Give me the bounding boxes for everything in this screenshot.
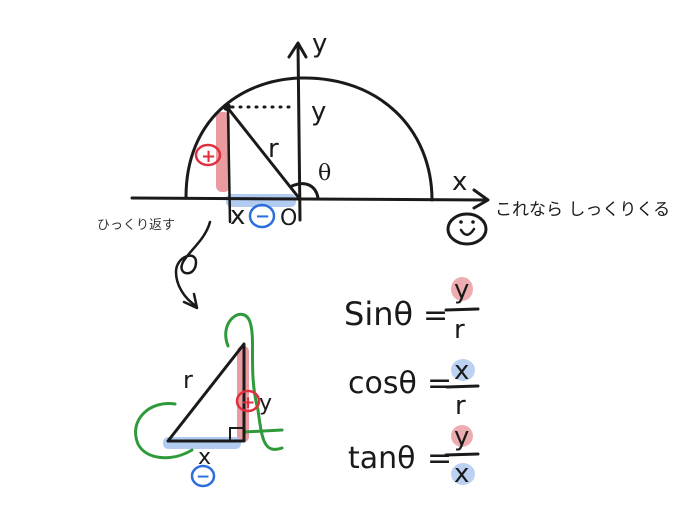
green-t-letter (224, 312, 284, 451)
formula-sin: Sinθ = y r (344, 275, 480, 345)
trig-formulas: Sinθ = y r cosθ = x r tanθ = y x (344, 275, 480, 489)
sin-numerator-highlight (451, 277, 473, 301)
plus-sign-text: + (201, 146, 216, 167)
plus-sign-badge: + (194, 143, 222, 167)
radius-line (225, 105, 301, 200)
flip-curly-arrow (174, 220, 212, 308)
formula-sin-denominator: r (454, 315, 465, 345)
x-axis-line (130, 196, 488, 202)
formula-sin-name: Sinθ (344, 295, 413, 333)
cos-numerator-highlight (451, 359, 475, 381)
green-c-curve (134, 402, 194, 460)
radius-label: r (268, 134, 279, 164)
point-on-circle (223, 103, 231, 111)
smiley-face-icon (446, 212, 488, 246)
right-angle-marker (229, 427, 244, 441)
formula-cos-denominator: r (455, 391, 466, 421)
x-axis-arrowhead (472, 188, 490, 210)
formula-tan-numerator: y (454, 422, 469, 452)
angle-arc (290, 182, 320, 200)
formula-tan-equals: = (427, 441, 452, 476)
triangle-plus-text: + (241, 393, 255, 413)
axis-y-label: y (312, 29, 327, 59)
flip-arrowhead (182, 292, 199, 310)
angle-label: θ (318, 161, 331, 186)
tan-fraction-bar (444, 452, 480, 457)
tan-denominator-highlight (451, 463, 475, 485)
formula-cos-numerator: x (454, 356, 469, 386)
formula-sin-numerator: y (454, 275, 469, 305)
triangle-x-label: x (198, 445, 211, 470)
point-y-label: y (311, 97, 326, 127)
y-axis-arrowhead (287, 41, 308, 59)
green-t-crossbar (242, 428, 284, 434)
y-axis-line (296, 42, 302, 222)
unit-circle-diagram: y y r θ x x O + − これなら しっくりくる ひっくり返す (97, 29, 670, 310)
tan-numerator-highlight (451, 425, 473, 447)
formula-tan-name: tanθ (348, 441, 416, 476)
triangle-y-label: y (259, 391, 272, 416)
triangle-minus-badge: − (190, 464, 216, 488)
cos-fraction-bar (445, 384, 480, 389)
origin-label: O (280, 206, 297, 231)
semicircle-arc (184, 76, 434, 202)
formula-tan: tanθ = y x (348, 422, 480, 489)
sin-fraction-bar (444, 307, 480, 312)
triangle-radius-label: r (183, 366, 193, 394)
flipped-triangle-diagram: r y x + − (134, 312, 284, 488)
triangle-shape (166, 342, 246, 443)
formula-cos-name: cosθ (348, 366, 417, 401)
flip-note: ひっくり返す (97, 217, 175, 232)
x-label: x (230, 201, 245, 231)
minus-sign-badge: − (248, 203, 276, 229)
formula-cos: cosθ = x r (348, 356, 480, 421)
axis-x-label: x (452, 167, 467, 197)
vertical-drop-line (226, 108, 232, 224)
easy-note: これなら しっくりくる (495, 200, 670, 220)
formula-sin-equals: = (423, 298, 448, 333)
y-side-red-highlight (216, 112, 230, 192)
triangle-plus-badge: + (235, 389, 261, 413)
minus-sign-text: − (255, 206, 270, 227)
formula-cos-equals: = (427, 366, 452, 401)
formula-tan-denominator: x (454, 459, 469, 489)
triangle-minus-text: − (196, 467, 210, 487)
